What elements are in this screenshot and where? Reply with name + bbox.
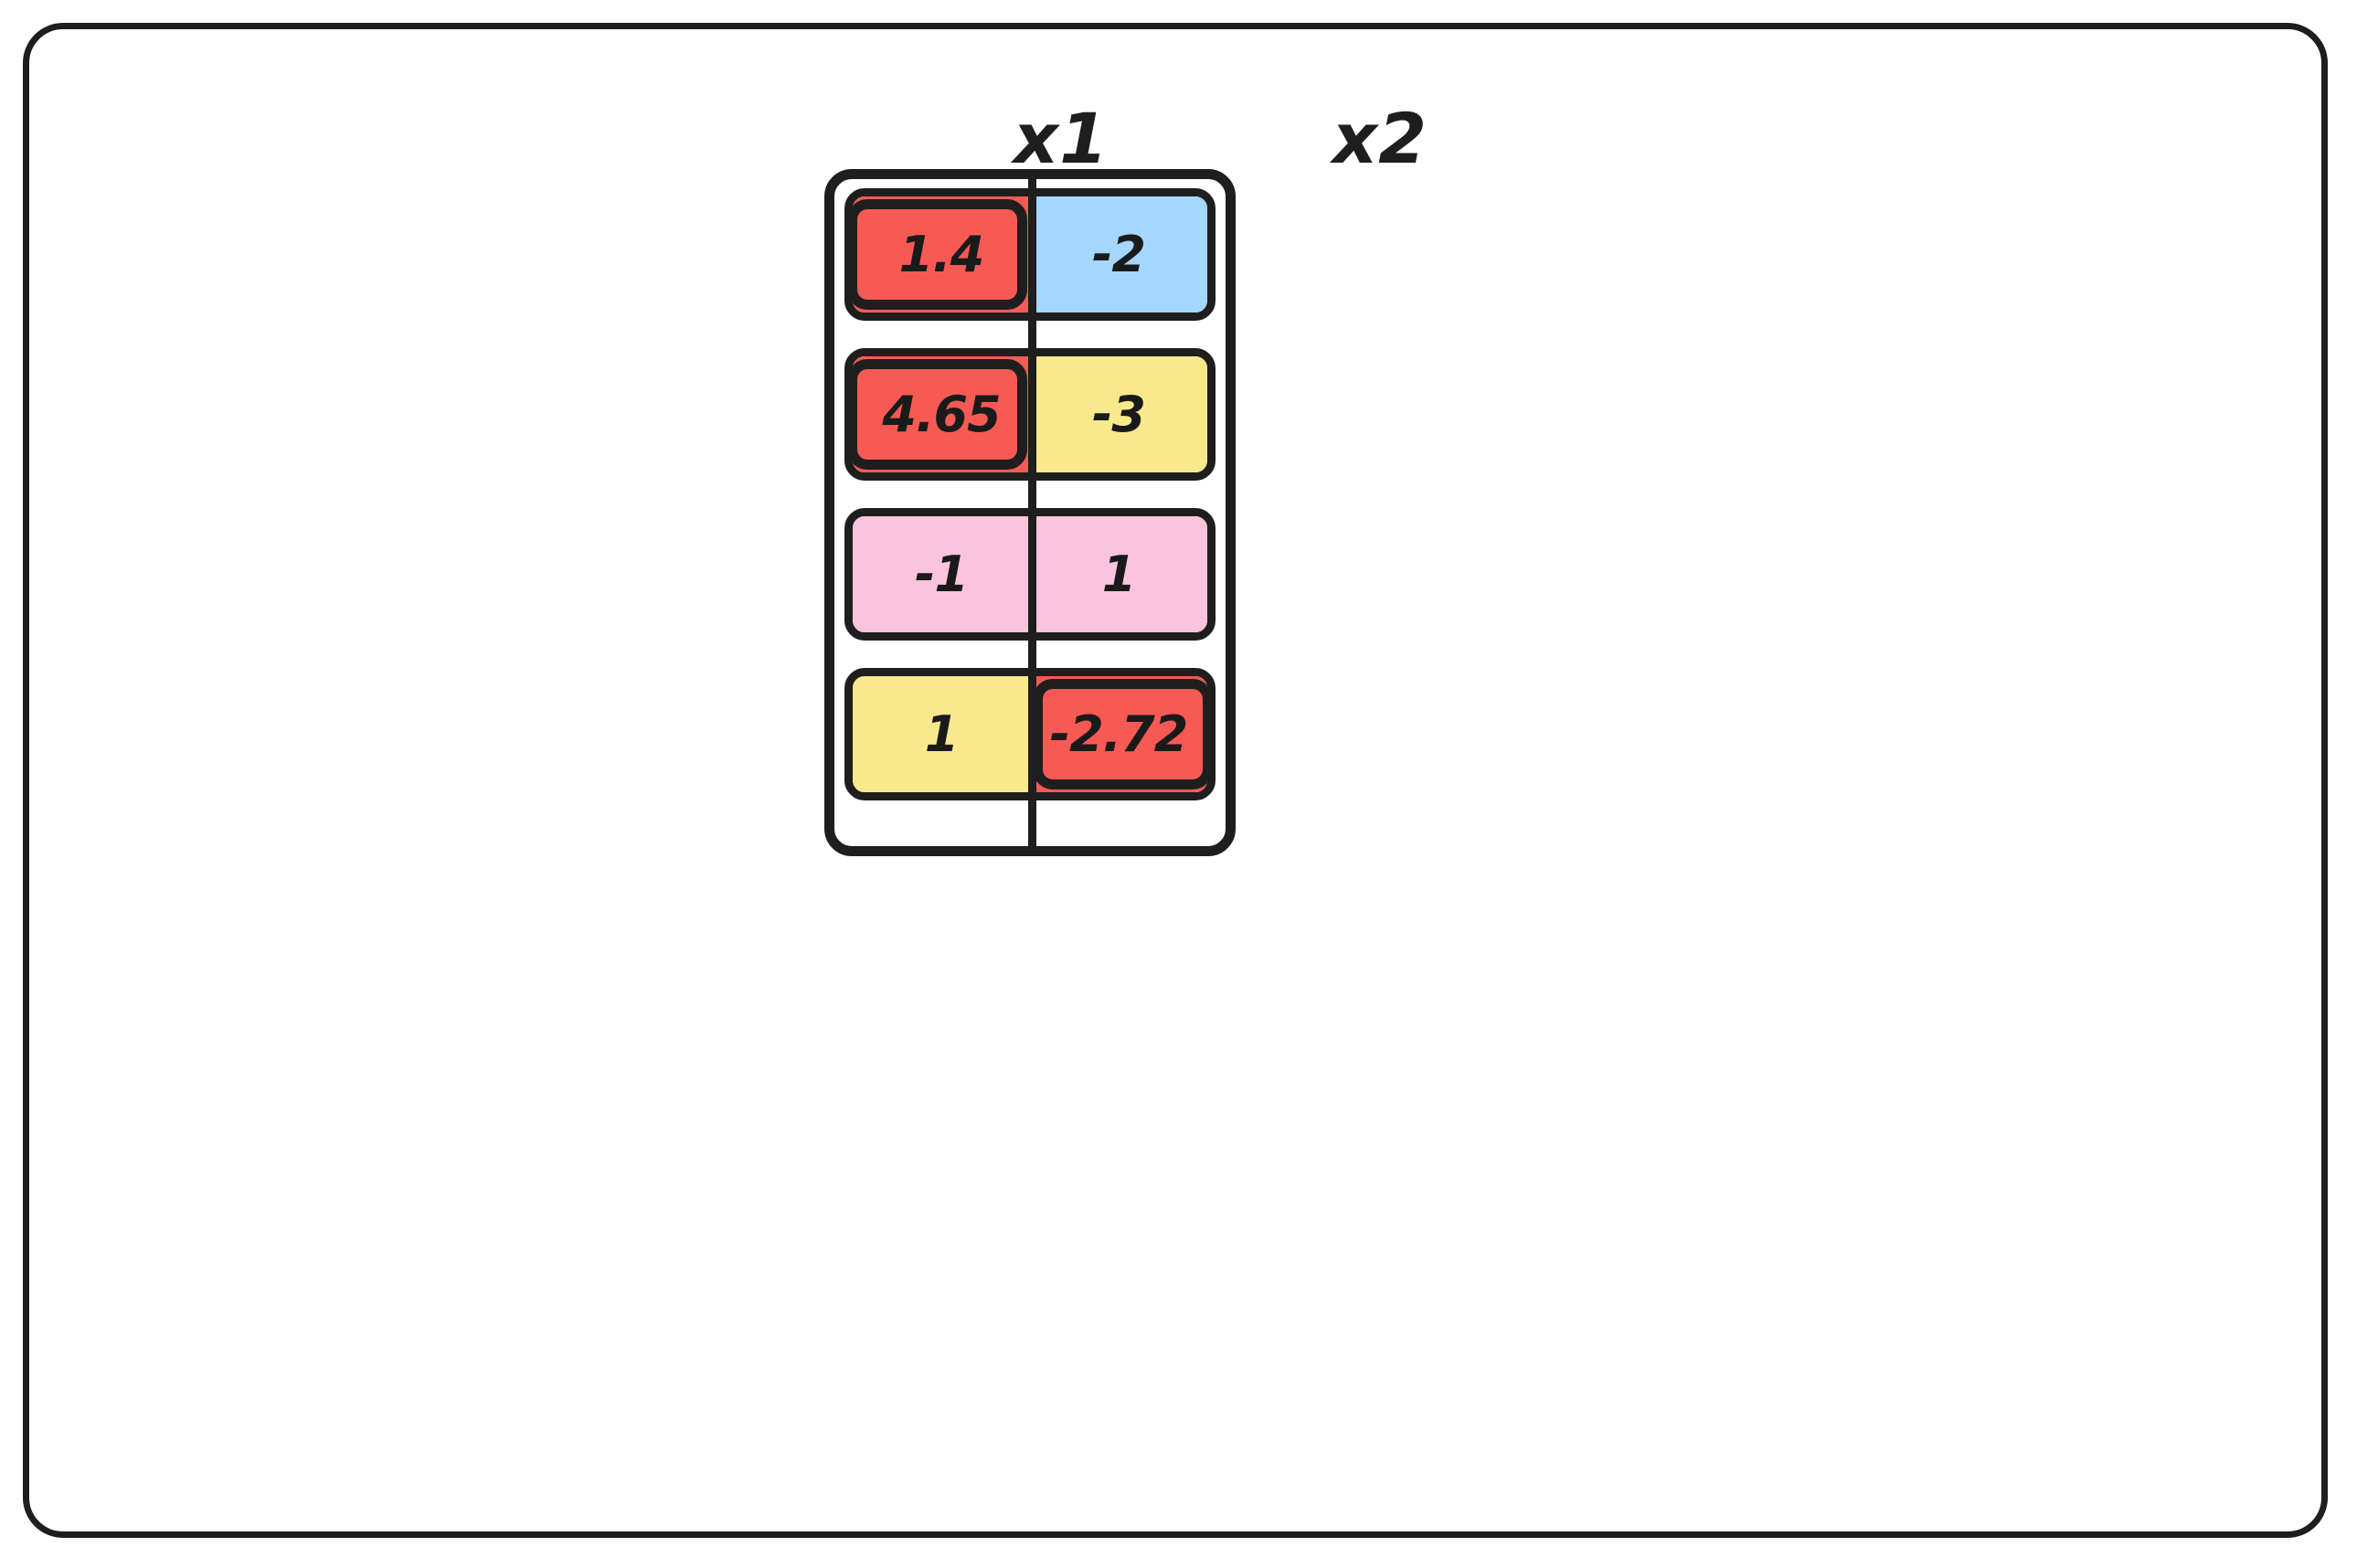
column-divider [1028,179,1036,846]
cell-value: 1.4 [898,225,985,283]
matrix-cell-r1c1[interactable]: -3 [1030,356,1207,472]
column-header-x1: x1 [1014,98,1109,179]
matrix-cell-r2c1[interactable]: 1 [1030,516,1207,632]
cell-value: 1 [924,705,960,763]
matrix-table: 1.4 -2 4.65 -3 -1 [824,169,1236,856]
cell-value: -2 [1092,225,1146,283]
matrix-cell-r1c0[interactable]: 4.65 [853,356,1030,472]
cell-value: -3 [1092,385,1146,443]
column-header-x2: x2 [1332,98,1428,179]
matrix-cell-r3c1[interactable]: -2.72 [1030,676,1207,792]
cell-value: -1 [915,545,969,603]
cell-value: 1 [1101,545,1137,603]
table-row: 4.65 -3 [844,348,1216,481]
cell-value: -2.72 [1049,705,1189,763]
cell-value: 4.65 [882,385,1001,443]
matrix-cell-r3c0[interactable]: 1 [853,676,1030,792]
table-row: -1 1 [844,508,1216,641]
matrix-cell-r2c0[interactable]: -1 [853,516,1030,632]
canvas-frame: x1 x2 1.4 -2 4.65 - [23,23,2328,1538]
matrix-cell-r0c1[interactable]: -2 [1030,196,1207,313]
matrix-cell-r0c0[interactable]: 1.4 [853,196,1030,313]
